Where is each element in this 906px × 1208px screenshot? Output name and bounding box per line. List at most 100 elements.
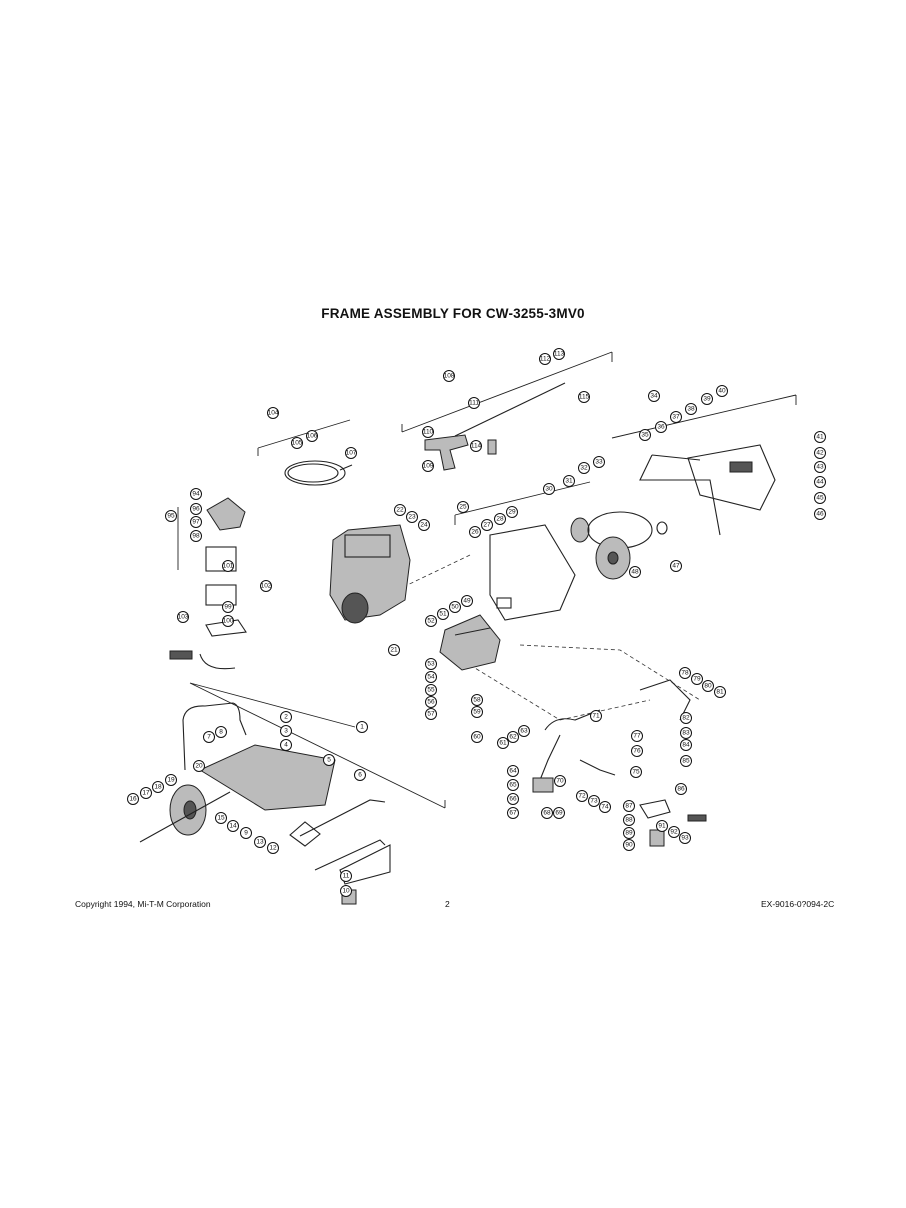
svg-text:69: 69 <box>555 810 563 817</box>
svg-text:50: 50 <box>451 604 459 611</box>
callout-4: 4 <box>280 739 292 751</box>
callout-61: 61 <box>497 737 509 749</box>
mount-plate <box>489 524 576 621</box>
svg-text:75: 75 <box>632 769 640 776</box>
callout-64: 64 <box>507 765 519 777</box>
page-number: 2 <box>445 899 450 909</box>
belt-guard <box>687 444 776 511</box>
svg-text:34: 34 <box>650 393 658 400</box>
svg-text:76: 76 <box>633 748 641 755</box>
callout-10: 10 <box>340 885 352 897</box>
bracket-gun <box>401 351 613 433</box>
svg-text:9: 9 <box>244 830 248 837</box>
callout-26: 26 <box>469 526 481 538</box>
callout-87: 87 <box>623 800 635 812</box>
callout-23: 23 <box>406 511 418 523</box>
svg-text:15: 15 <box>217 815 225 822</box>
svg-text:97: 97 <box>192 519 200 526</box>
svg-text:17: 17 <box>142 790 150 797</box>
callout-78: 78 <box>679 667 691 679</box>
callout-115: 115 <box>578 391 590 403</box>
callout-36: 36 <box>655 421 667 433</box>
callout-38: 38 <box>685 403 697 415</box>
callout-20: 20 <box>193 760 205 772</box>
callout-89: 89 <box>623 827 635 839</box>
svg-text:57: 57 <box>427 711 435 718</box>
svg-text:38: 38 <box>687 406 695 413</box>
bracket-pump-mount <box>454 481 591 525</box>
callout-27: 27 <box>481 519 493 531</box>
svg-text:24: 24 <box>420 522 428 529</box>
callout-41: 41 <box>814 431 826 443</box>
svg-text:96: 96 <box>192 506 200 513</box>
frame-rail <box>299 799 386 871</box>
callout-104: 104 <box>267 407 279 419</box>
callout-71: 71 <box>590 710 602 722</box>
battery-cover <box>206 497 246 531</box>
callout-46: 46 <box>814 508 826 520</box>
callout-25: 25 <box>457 501 469 513</box>
svg-text:104: 104 <box>268 410 279 417</box>
callout-69: 69 <box>553 807 565 819</box>
svg-text:42: 42 <box>816 450 824 457</box>
callout-7a: 7 <box>203 731 215 743</box>
svg-text:71: 71 <box>592 713 600 720</box>
svg-text:94: 94 <box>192 491 200 498</box>
svg-text:29: 29 <box>508 509 516 516</box>
callout-65: 65 <box>507 779 519 791</box>
callout-102: 102 <box>260 580 272 592</box>
svg-text:43: 43 <box>816 464 824 471</box>
svg-text:21: 21 <box>390 647 398 654</box>
callout-17: 17 <box>140 787 152 799</box>
dashed-flow-lines <box>396 554 701 721</box>
callout-108: 108 <box>443 370 455 382</box>
callout-5: 5 <box>323 754 335 766</box>
svg-text:46: 46 <box>816 511 824 518</box>
svg-text:101: 101 <box>223 563 234 570</box>
callout-112: 112 <box>539 353 551 365</box>
callout-91: 91 <box>656 820 668 832</box>
svg-text:18: 18 <box>154 784 162 791</box>
callout-79: 79 <box>691 673 703 685</box>
callout-67: 67 <box>507 807 519 819</box>
svg-text:39: 39 <box>703 396 711 403</box>
svg-text:26: 26 <box>471 529 479 536</box>
callout-85: 85 <box>680 755 692 767</box>
hose-end <box>339 464 353 471</box>
callout-49: 49 <box>461 595 473 607</box>
svg-text:53: 53 <box>427 661 435 668</box>
svg-text:115: 115 <box>579 394 590 401</box>
callout-110: 110 <box>422 426 434 438</box>
callout-96: 96 <box>190 503 202 515</box>
svg-text:88: 88 <box>625 817 633 824</box>
bracket-hose <box>257 419 351 456</box>
callout-56: 56 <box>425 696 437 708</box>
callout-9: 9 <box>240 827 252 839</box>
svg-text:14: 14 <box>229 823 237 830</box>
svg-text:79: 79 <box>693 676 701 683</box>
svg-text:41: 41 <box>816 434 824 441</box>
svg-text:61: 61 <box>499 740 507 747</box>
callout-35: 35 <box>639 429 651 441</box>
callout-group: 1 2 3 4 5 6 7 8 9 10 11 12 13 14 15 16 1… <box>127 348 826 897</box>
battery-tray <box>205 584 237 606</box>
callout-51: 51 <box>437 608 449 620</box>
callout-60: 60 <box>471 731 483 743</box>
callout-55: 55 <box>425 684 437 696</box>
callout-32: 32 <box>578 462 590 474</box>
callout-34: 34 <box>648 390 660 402</box>
tow-tube <box>289 821 321 847</box>
callout-52: 52 <box>425 615 437 627</box>
copyright-notice: Copyright 1994, Mi-T-M Corporation <box>75 899 211 909</box>
callout-68: 68 <box>541 807 553 819</box>
svg-text:65: 65 <box>509 782 517 789</box>
callout-19: 19 <box>165 774 177 786</box>
svg-text:49: 49 <box>463 598 471 605</box>
svg-text:90: 90 <box>625 842 633 849</box>
callout-77: 77 <box>631 730 643 742</box>
svg-text:3: 3 <box>284 728 288 735</box>
washer <box>656 521 668 535</box>
callout-101: 101 <box>222 560 234 572</box>
svg-text:82: 82 <box>682 715 690 722</box>
unloader-hose <box>544 709 601 731</box>
